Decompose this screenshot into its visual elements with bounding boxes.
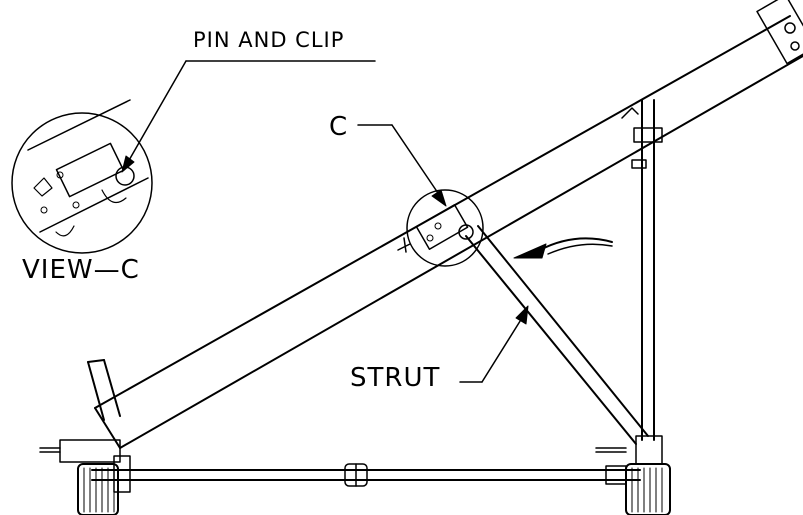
strut <box>465 225 649 445</box>
strut-label: STRUT <box>350 363 441 393</box>
c-leader <box>357 124 447 207</box>
pin-and-clip-leader <box>121 60 376 173</box>
rotation-arrow <box>513 237 613 259</box>
pin-and-clip-label: PIN AND CLIP <box>193 28 345 52</box>
view-c-label: VIEW—C <box>22 255 140 285</box>
strut-leader <box>459 305 529 383</box>
left-wheel <box>39 439 131 515</box>
c-label: C <box>329 112 349 142</box>
detail-circle-c <box>397 189 484 267</box>
lift-frame <box>621 99 663 465</box>
intake-arm <box>87 359 121 421</box>
view-c-detail <box>11 99 153 254</box>
auger-tube <box>94 0 803 449</box>
right-wheel <box>595 447 671 515</box>
axle <box>91 463 641 487</box>
